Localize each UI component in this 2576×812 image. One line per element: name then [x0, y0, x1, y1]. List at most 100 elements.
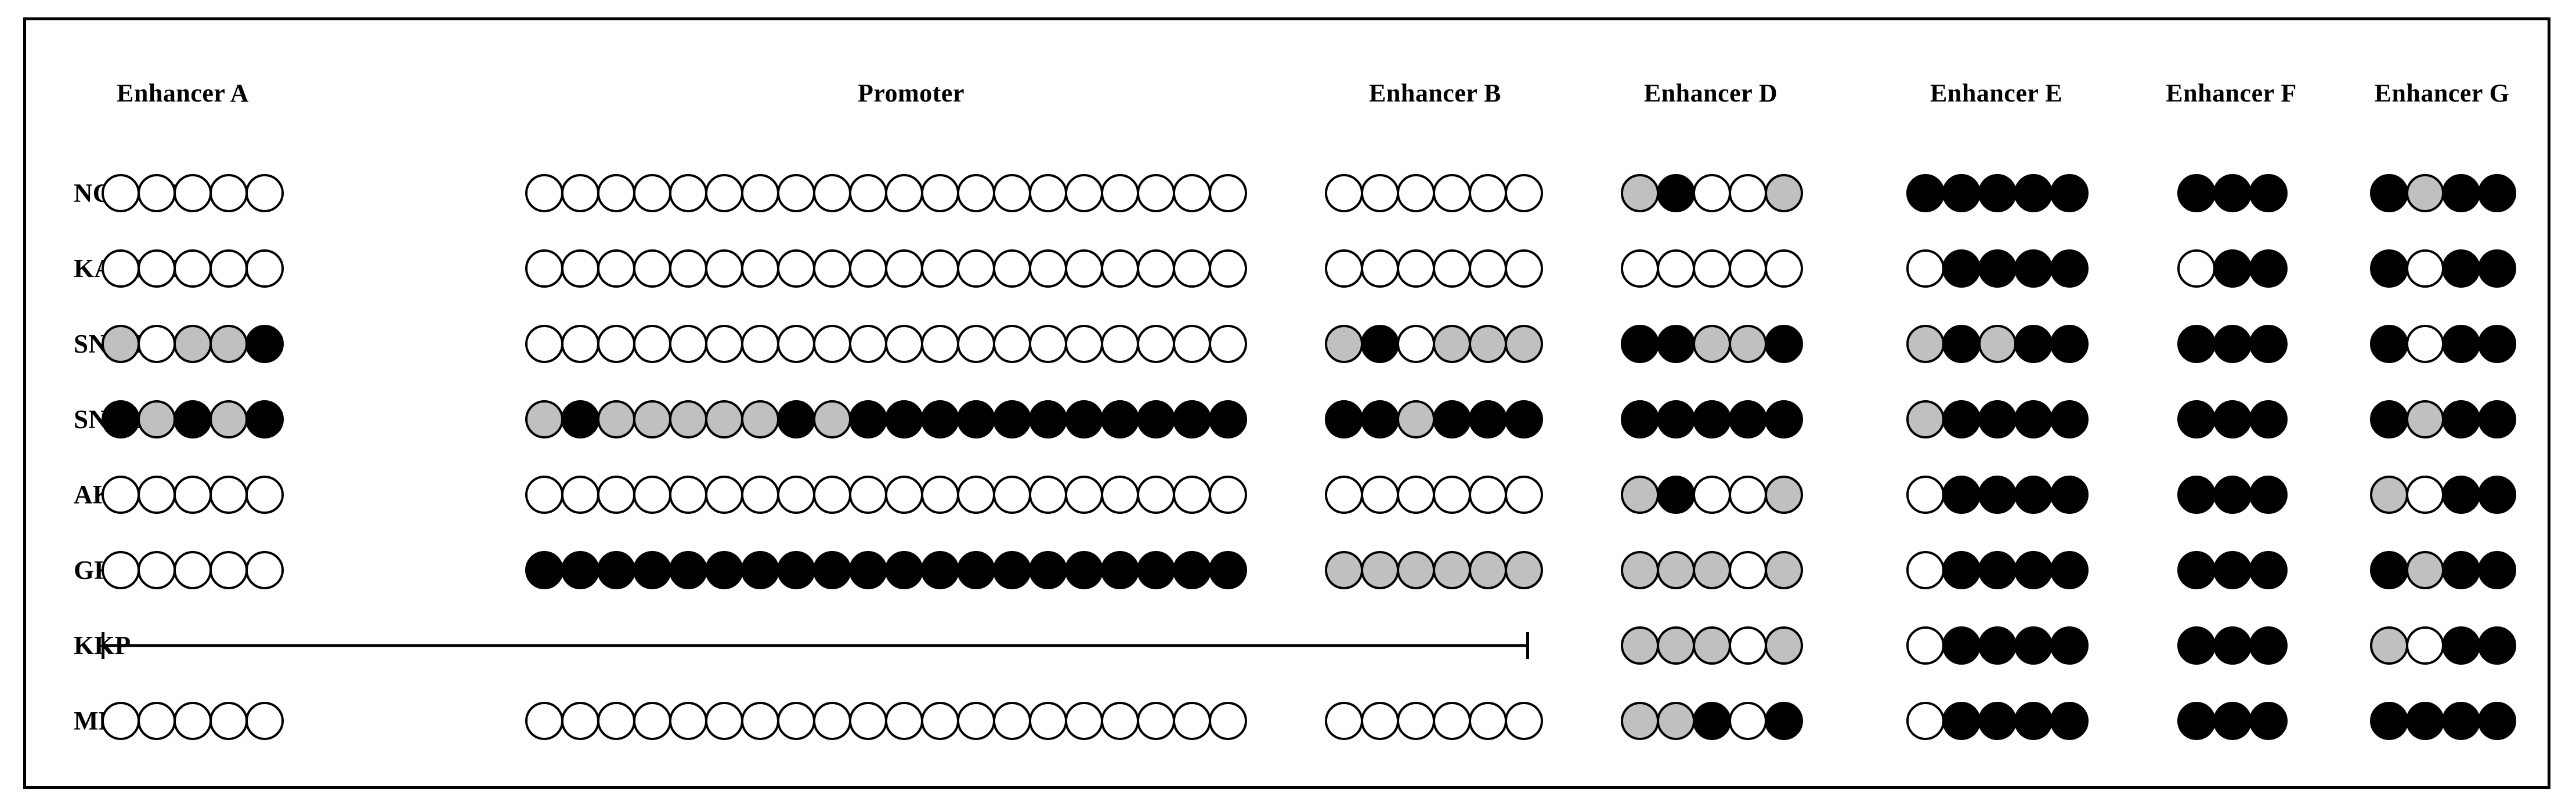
cpg-site-methylated	[2050, 249, 2089, 288]
cpg-site-unmethylated	[885, 325, 923, 363]
cpg-site-unmethylated	[1029, 174, 1067, 212]
cpg-site-methylated	[1621, 400, 1659, 438]
cpg-group-snu-5-enhancer-d	[1621, 325, 1803, 363]
cpg-site-partial	[1433, 551, 1471, 589]
cpg-site-unmethylated	[993, 325, 1031, 363]
cpg-group-kato-iii-enhancer-a	[102, 249, 284, 288]
cpg-site-unmethylated	[1173, 174, 1211, 212]
cpg-site-unmethylated	[1729, 249, 1767, 288]
cpg-group-akg-enhancer-g	[2370, 476, 2516, 514]
cpg-site-unmethylated	[525, 702, 563, 740]
cpg-site-methylated	[2478, 325, 2516, 363]
cpg-site-methylated	[2370, 551, 2408, 589]
cpg-site-methylated	[245, 325, 284, 363]
cpg-site-methylated	[1137, 400, 1175, 438]
cpg-group-gk2-promoter	[525, 551, 1247, 589]
cpg-site-unmethylated	[1433, 174, 1471, 212]
cpg-site-unmethylated	[245, 174, 284, 212]
cpg-group-snu-1-enhancer-d	[1621, 400, 1803, 438]
cpg-site-methylated	[2050, 702, 2089, 740]
cpg-site-unmethylated	[561, 174, 599, 212]
cpg-site-unmethylated	[1397, 174, 1435, 212]
cpg-site-unmethylated	[209, 249, 248, 288]
cpg-site-methylated	[1978, 476, 2017, 514]
cpg-site-unmethylated	[597, 249, 635, 288]
cpg-site-unmethylated	[633, 476, 671, 514]
cpg-site-methylated	[1657, 174, 1695, 212]
cpg-site-partial	[2406, 174, 2444, 212]
cpg-site-methylated	[2177, 551, 2216, 589]
cpg-site-methylated	[2050, 476, 2089, 514]
cpg-site-unmethylated	[1397, 249, 1435, 288]
cpg-site-unmethylated	[1729, 626, 1767, 665]
cpg-site-methylated	[2050, 400, 2089, 438]
cpg-site-methylated	[2478, 400, 2516, 438]
cpg-site-methylated	[2213, 476, 2252, 514]
cpg-group-snu-5-enhancer-b	[1325, 325, 1543, 363]
cpg-site-unmethylated	[1065, 325, 1103, 363]
cpg-site-methylated	[2442, 476, 2480, 514]
cpg-site-unmethylated	[1361, 476, 1399, 514]
cpg-site-partial	[1325, 325, 1363, 363]
cpg-site-methylated	[2050, 551, 2089, 589]
cpg-site-methylated	[1621, 325, 1659, 363]
cpg-site-unmethylated	[1065, 476, 1103, 514]
cpg-site-methylated	[1137, 551, 1175, 589]
cpg-site-methylated	[2014, 400, 2053, 438]
cpg-site-methylated	[2249, 400, 2288, 438]
cpg-site-methylated	[2370, 174, 2408, 212]
cpg-site-unmethylated	[2406, 249, 2444, 288]
cpg-site-unmethylated	[1657, 249, 1695, 288]
cpg-group-kkp-enhancer-e	[1906, 626, 2089, 665]
cpg-site-methylated	[2213, 325, 2252, 363]
cpg-site-methylated	[921, 551, 959, 589]
cpg-group-mkn-74-enhancer-b	[1325, 702, 1543, 740]
cpg-site-methylated	[2370, 325, 2408, 363]
cpg-site-unmethylated	[1361, 174, 1399, 212]
cpg-site-methylated	[1173, 400, 1211, 438]
cpg-site-unmethylated	[705, 325, 743, 363]
cpg-site-methylated	[561, 551, 599, 589]
cpg-site-unmethylated	[813, 702, 851, 740]
cpg-site-unmethylated	[705, 174, 743, 212]
cpg-site-methylated	[1029, 551, 1067, 589]
cpg-site-methylated	[2213, 702, 2252, 740]
cpg-site-unmethylated	[102, 476, 140, 514]
cpg-site-methylated	[597, 551, 635, 589]
cpg-site-unmethylated	[741, 174, 779, 212]
cpg-site-methylated	[2014, 626, 2053, 665]
cpg-site-methylated	[1978, 174, 2017, 212]
cpg-site-methylated	[885, 400, 923, 438]
cpg-site-unmethylated	[633, 702, 671, 740]
cpg-site-unmethylated	[849, 476, 887, 514]
cpg-site-unmethylated	[813, 174, 851, 212]
cpg-site-methylated	[885, 551, 923, 589]
cpg-site-unmethylated	[174, 249, 212, 288]
cpg-site-methylated	[2177, 476, 2216, 514]
cpg-site-methylated	[2014, 702, 2053, 740]
cpg-site-unmethylated	[1469, 702, 1507, 740]
cpg-group-kato-iii-enhancer-f	[2177, 249, 2288, 288]
deleted-region-bar-kkp	[102, 632, 1529, 659]
cpg-site-unmethylated	[1433, 476, 1471, 514]
cpg-site-unmethylated	[597, 702, 635, 740]
cpg-site-unmethylated	[1101, 325, 1139, 363]
cpg-site-unmethylated	[138, 476, 176, 514]
cpg-site-unmethylated	[669, 249, 707, 288]
cpg-site-unmethylated	[525, 174, 563, 212]
cpg-site-partial	[525, 400, 563, 438]
cpg-site-partial	[1906, 400, 1945, 438]
cpg-site-unmethylated	[1397, 476, 1435, 514]
cpg-group-mkn-74-enhancer-g	[2370, 702, 2516, 740]
cpg-site-unmethylated	[2406, 626, 2444, 665]
cpg-site-partial	[633, 400, 671, 438]
cpg-site-unmethylated	[849, 174, 887, 212]
cpg-site-methylated	[2050, 626, 2089, 665]
cpg-group-kato-iii-enhancer-d	[1621, 249, 1803, 288]
cpg-site-unmethylated	[1906, 702, 1945, 740]
cpg-site-unmethylated	[705, 476, 743, 514]
cpg-site-methylated	[2014, 249, 2053, 288]
cpg-site-unmethylated	[138, 174, 176, 212]
cpg-site-partial	[2370, 476, 2408, 514]
cpg-site-methylated	[777, 400, 815, 438]
